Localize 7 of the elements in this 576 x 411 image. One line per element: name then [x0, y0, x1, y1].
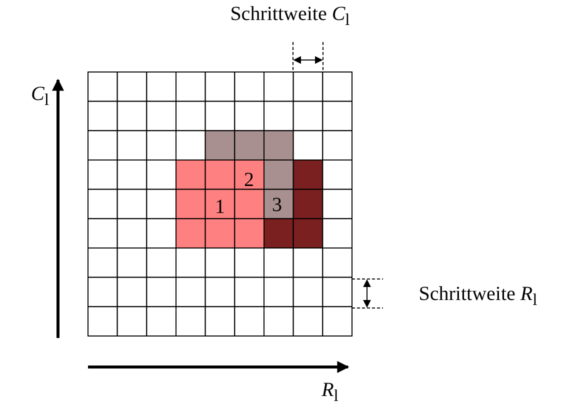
axis-caption: Schrittweite R$_{l}$	[418, 283, 538, 311]
window-number: 1	[215, 196, 225, 218]
axis-label: R$_{l}$	[322, 379, 338, 407]
axis-caption: Schrittweite C$_{l}$	[230, 3, 350, 31]
window-number: 2	[244, 169, 254, 191]
axis-label: C$_{l}$	[31, 83, 49, 111]
window-number: 3	[272, 194, 282, 216]
